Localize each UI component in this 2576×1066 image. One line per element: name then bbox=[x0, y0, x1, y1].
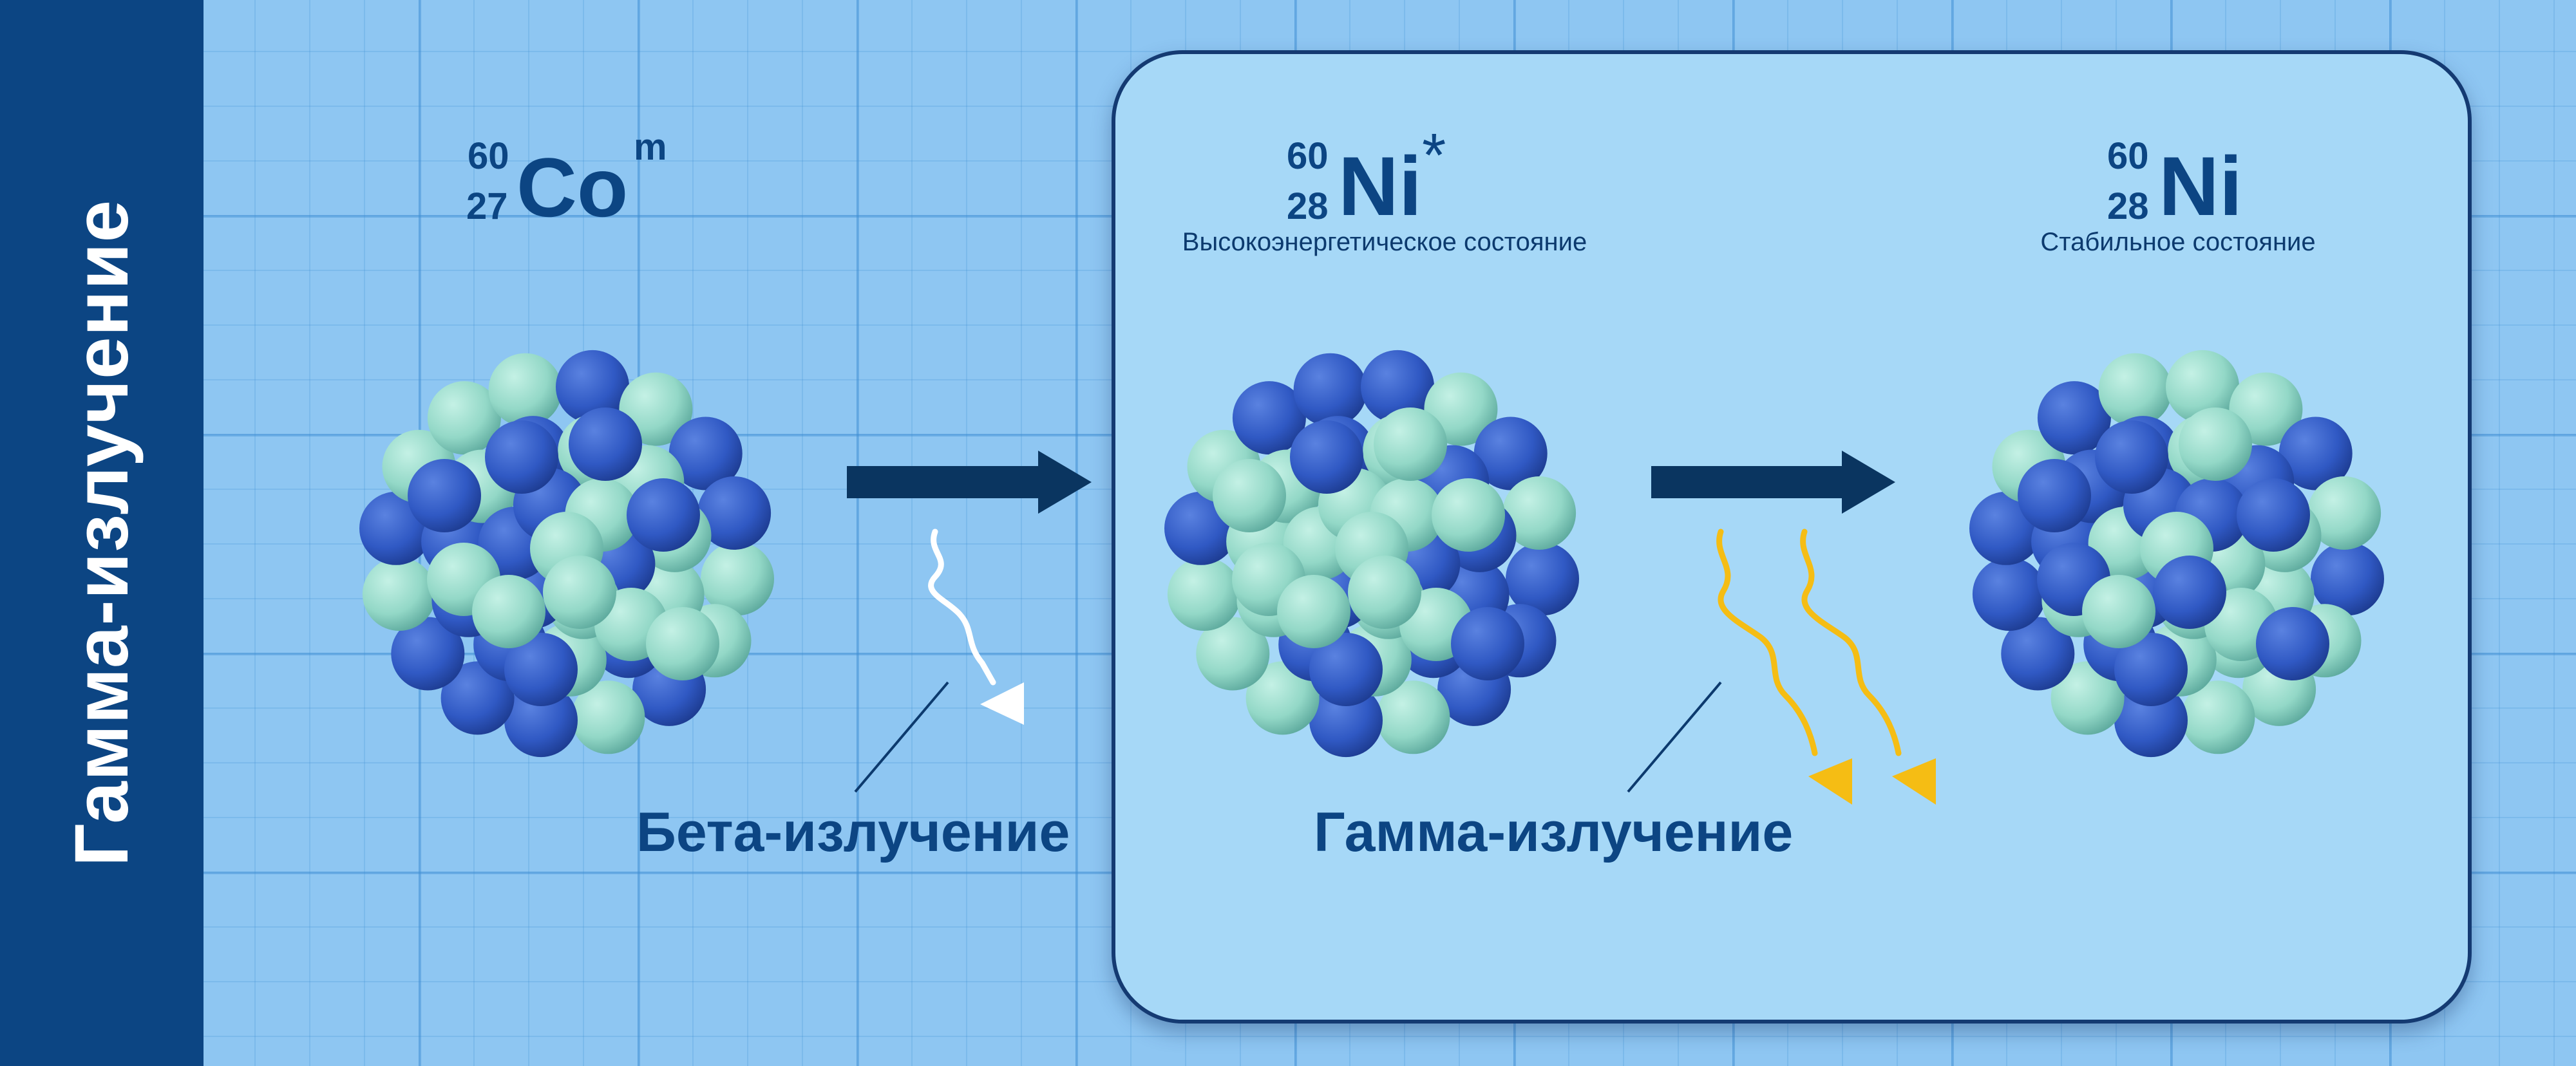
proton-sphere bbox=[1293, 353, 1367, 427]
cobalt-isotope-label: 60 27 Co m bbox=[464, 126, 670, 230]
neutron-sphere bbox=[1167, 557, 1241, 631]
proton-sphere bbox=[2001, 617, 2075, 691]
gamma-leader-line bbox=[1627, 681, 1722, 793]
proton-sphere bbox=[2311, 542, 2384, 616]
neutron-sphere bbox=[1245, 661, 1320, 735]
proton-sphere bbox=[2095, 420, 2168, 494]
neutron-sphere bbox=[2098, 353, 2172, 427]
neutron-sphere bbox=[2166, 350, 2239, 424]
proton-sphere bbox=[1451, 607, 1524, 680]
arrow-right-icon bbox=[847, 451, 1092, 514]
proton-sphere bbox=[1290, 420, 1363, 494]
neutron-sphere bbox=[1376, 680, 1450, 754]
proton-sphere bbox=[1309, 684, 1383, 758]
proton-sphere bbox=[1232, 381, 1306, 455]
sidebar: Гамма-излучение bbox=[0, 0, 204, 1066]
neutron-sphere bbox=[1196, 617, 1270, 691]
proton-sphere bbox=[1361, 350, 1434, 424]
proton-sphere bbox=[668, 416, 743, 491]
nickel-excited-isotope-label: 60 28 Ni * bbox=[1285, 125, 1479, 233]
cobalt-metastable-mark: m bbox=[634, 126, 667, 168]
beta-leader-line bbox=[854, 681, 949, 793]
arrow-right-icon bbox=[1651, 451, 1895, 514]
proton-sphere bbox=[504, 633, 578, 706]
proton-sphere bbox=[408, 459, 481, 532]
nickel-excited-mass-number: 60 bbox=[1287, 135, 1329, 177]
neutron-sphere bbox=[2307, 476, 2382, 550]
beta-ray-icon bbox=[928, 528, 1024, 725]
beta-radiation-label: Бета-излучение bbox=[636, 801, 1070, 863]
proton-sphere bbox=[1473, 416, 1548, 491]
nickel-stable-mass-number: 60 bbox=[2107, 135, 2149, 177]
nickel-excited-nucleus-icon bbox=[1164, 350, 1579, 758]
gamma-ray-icon bbox=[1716, 528, 1852, 805]
proton-sphere bbox=[1972, 557, 2046, 631]
nickel-excited-state: Высокоэнергетическое состояние bbox=[1182, 228, 1587, 256]
neutron-sphere bbox=[1277, 575, 1350, 648]
neutron-sphere bbox=[472, 575, 545, 648]
neutron-sphere bbox=[1213, 459, 1286, 532]
neutron-sphere bbox=[427, 381, 501, 455]
proton-sphere bbox=[697, 476, 772, 550]
neutron-sphere bbox=[2082, 575, 2155, 648]
neutron-sphere bbox=[2050, 661, 2125, 735]
proton-sphere bbox=[627, 478, 700, 552]
proton-sphere bbox=[569, 407, 642, 481]
proton-sphere bbox=[2114, 633, 2188, 706]
cobalt-atomic-number: 27 bbox=[466, 185, 508, 227]
nickel-stable-nucleus-icon bbox=[1969, 350, 2384, 758]
neutron-sphere bbox=[646, 607, 719, 680]
neutron-sphere bbox=[2179, 407, 2252, 481]
nickel-excited-mark: * bbox=[1422, 121, 1446, 190]
neutron-sphere bbox=[701, 542, 774, 616]
nickel-stable-atomic-number: 28 bbox=[2107, 185, 2149, 227]
neutron-sphere bbox=[2181, 680, 2255, 754]
neutron-sphere bbox=[1432, 478, 1505, 552]
nickel-stable-state: Стабильное состояние bbox=[2040, 228, 2316, 256]
proton-sphere bbox=[391, 617, 465, 691]
gamma-ray-icon bbox=[1800, 528, 1936, 805]
proton-sphere bbox=[485, 420, 558, 494]
proton-sphere bbox=[2256, 607, 2329, 680]
nickel-excited-symbol: Ni bbox=[1338, 139, 1422, 233]
neutron-sphere bbox=[1502, 476, 1577, 550]
gamma-radiation-label: Гамма-излучение bbox=[1314, 801, 1794, 863]
cobalt-mass-number: 60 bbox=[468, 135, 509, 177]
neutron-sphere bbox=[488, 353, 562, 427]
nickel-stable-symbol: Ni bbox=[2159, 139, 2242, 233]
proton-sphere bbox=[1506, 542, 1579, 616]
cobalt-symbol: Co bbox=[516, 140, 629, 234]
proton-sphere bbox=[2018, 459, 2091, 532]
neutron-sphere bbox=[1374, 407, 1447, 481]
proton-sphere bbox=[556, 350, 629, 424]
proton-sphere bbox=[2114, 684, 2188, 758]
neutron-sphere bbox=[543, 556, 616, 629]
neutron-sphere bbox=[571, 680, 645, 754]
proton-sphere bbox=[2153, 556, 2226, 629]
proton-sphere bbox=[2037, 381, 2111, 455]
nickel-stable-isotope-label: 60 28 Ni bbox=[2106, 129, 2273, 233]
cobalt-nucleus-icon bbox=[359, 350, 774, 758]
proton-sphere bbox=[2237, 478, 2310, 552]
proton-sphere bbox=[2278, 416, 2353, 491]
proton-sphere bbox=[440, 661, 515, 735]
nickel-excited-atomic-number: 28 bbox=[1287, 185, 1329, 227]
neutron-sphere bbox=[362, 557, 436, 631]
proton-sphere bbox=[1309, 633, 1383, 706]
neutron-sphere bbox=[1348, 556, 1421, 629]
proton-sphere bbox=[504, 684, 578, 758]
